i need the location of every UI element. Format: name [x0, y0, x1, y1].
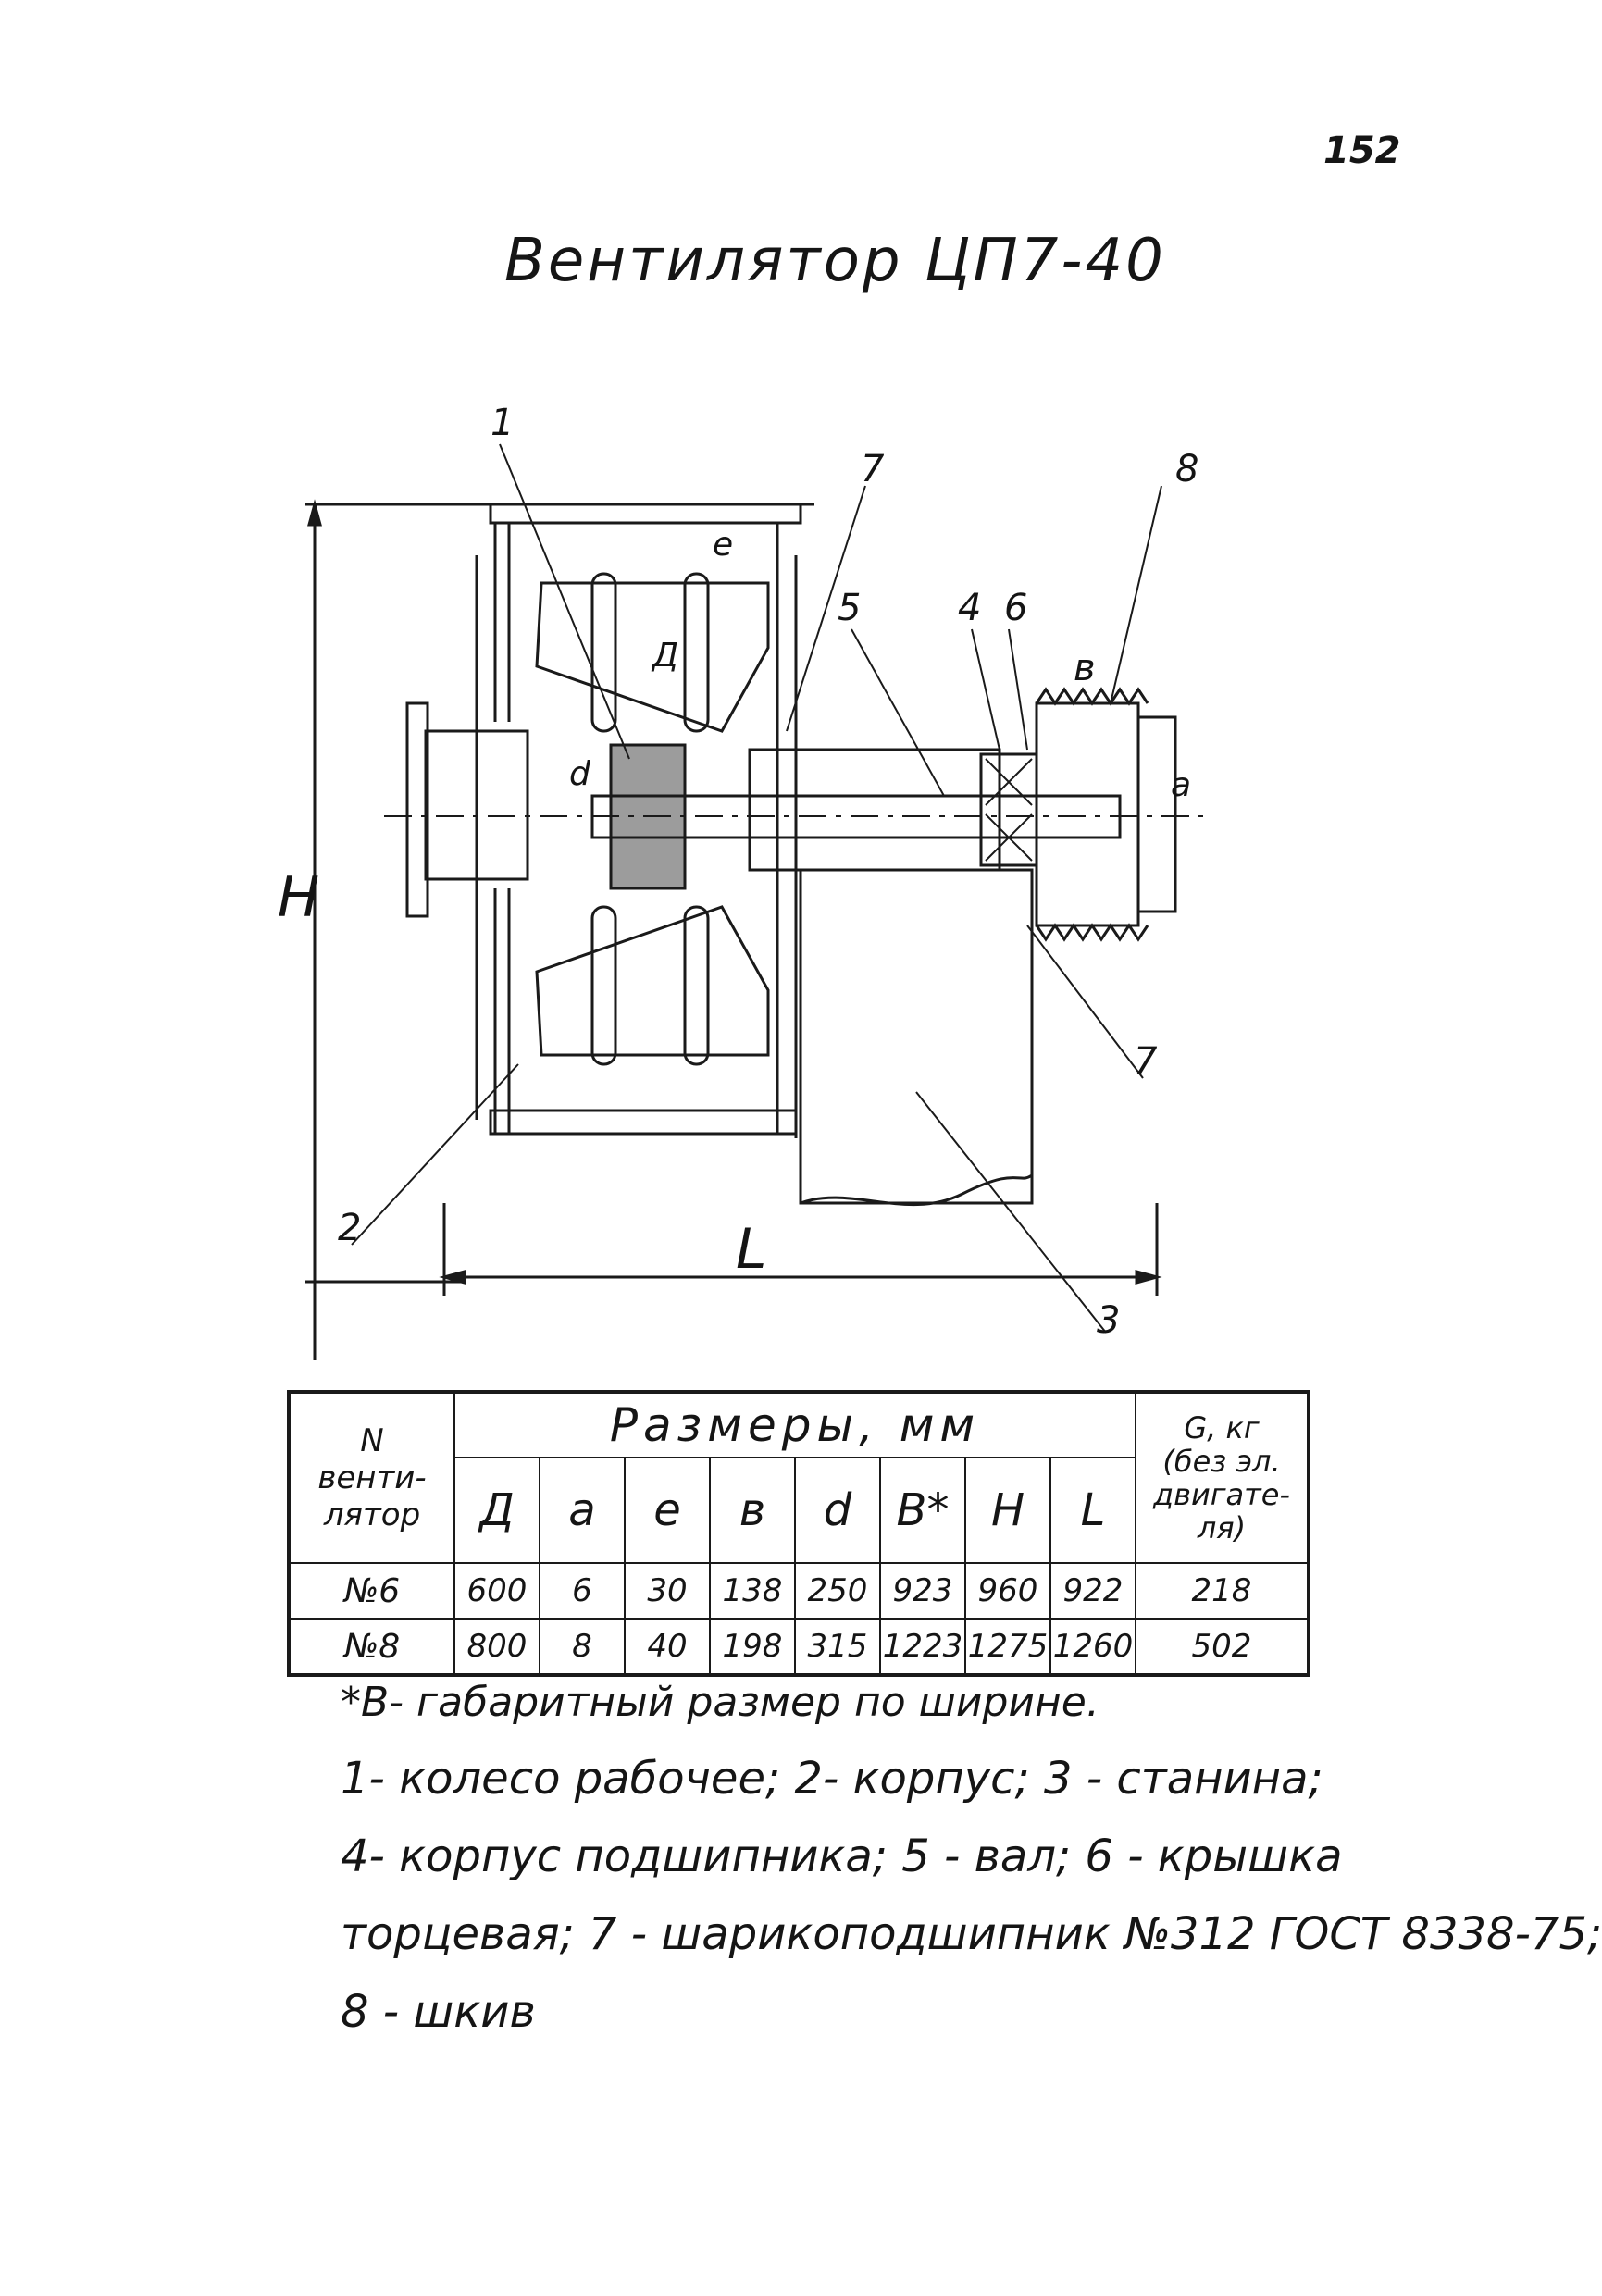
table-cell: 1260 — [1049, 1618, 1136, 1676]
row-fan-number: №6 — [288, 1562, 455, 1620]
callout-7-top: 7 — [861, 448, 885, 490]
legend-line: 8 - шкив — [341, 1986, 536, 2038]
column-header: d — [794, 1457, 881, 1564]
table-cell: 600 — [453, 1562, 540, 1620]
callout-3: 3 — [1097, 1299, 1120, 1342]
label-d-upper: Д — [651, 637, 678, 675]
table-row: №6 600 6 30 138 250 923 960 922 218 — [288, 1562, 1310, 1620]
table-cell: 40 — [624, 1618, 711, 1676]
header-fan-number-line: венти- — [317, 1459, 427, 1496]
table-cell: 198 — [709, 1618, 796, 1676]
row-mass: 218 — [1135, 1562, 1310, 1620]
inlet-flange — [405, 701, 529, 918]
callout-2: 2 — [338, 1207, 361, 1249]
header-mass-line: (без эл. — [1162, 1444, 1281, 1479]
callout-4: 4 — [958, 587, 981, 629]
header-dimensions: Размеры, мм — [453, 1391, 1136, 1458]
label-b: в — [1074, 647, 1096, 689]
frame — [799, 868, 1034, 1207]
dimensions-table: N венти- лятор Размеры, мм G, кг (без эл… — [287, 1390, 1310, 1677]
table-cell: 1223 — [879, 1618, 966, 1676]
column-header: В* — [879, 1457, 966, 1564]
label-d: d — [569, 755, 591, 793]
column-header: H — [964, 1457, 1051, 1564]
legend-line: 4- корпус подшипника; 5 - вал; 6 - крышк… — [341, 1831, 1343, 1882]
callout-6: 6 — [1004, 587, 1027, 629]
dimension-h: H — [278, 499, 814, 1360]
callout-5: 5 — [838, 587, 861, 629]
table-cell: 800 — [453, 1618, 540, 1676]
row-mass: 502 — [1135, 1618, 1310, 1676]
header-fan-number-line: лятор — [323, 1496, 421, 1533]
label-h: H — [278, 865, 319, 930]
housing — [475, 503, 802, 1138]
column-header: Д — [453, 1457, 540, 1564]
dimension-l: L — [439, 1203, 1162, 1296]
header-fan-number-line: N — [360, 1422, 384, 1459]
legend-line: торцевая; 7 - шарикоподшипник №312 ГОСТ … — [341, 1908, 1602, 1960]
table-cell: 138 — [709, 1562, 796, 1620]
table-cell: 922 — [1049, 1562, 1136, 1620]
column-header: L — [1049, 1457, 1136, 1564]
header-fan-number: N венти- лятор — [288, 1391, 455, 1564]
header-mass: G, кг (без эл. двигате- ля) — [1135, 1391, 1310, 1564]
column-header: e — [624, 1457, 711, 1564]
table-row: №8 800 8 40 198 315 1223 1275 1260 502 — [288, 1618, 1310, 1676]
page-number: 152 — [1323, 130, 1401, 172]
page-title: Вентилятор ЦП7-40 — [504, 227, 1166, 295]
header-mass-line: ля) — [1197, 1510, 1247, 1545]
table-cell: 960 — [964, 1562, 1051, 1620]
header-mass-line: G, кг — [1184, 1410, 1260, 1446]
pulley: в — [1035, 647, 1177, 942]
table-cell: 315 — [794, 1618, 881, 1676]
column-header: в — [709, 1457, 796, 1564]
table-cell: 6 — [539, 1562, 626, 1620]
table-cell: 30 — [624, 1562, 711, 1620]
label-a: a — [1171, 766, 1191, 804]
header-mass-line: двигате- — [1152, 1477, 1291, 1512]
table-cell: 250 — [794, 1562, 881, 1620]
callout-1: 1 — [491, 402, 514, 444]
fan-drawing: H L — [278, 402, 1203, 1360]
callouts: 1 7 8 5 4 6 2 3 7 — [338, 402, 1198, 1342]
row-fan-number: №8 — [288, 1618, 455, 1676]
footnote: *В- габаритный размер по ширине. — [341, 1679, 1099, 1726]
shaft — [384, 748, 1203, 872]
label-e: e — [713, 526, 733, 564]
table-cell: 923 — [879, 1562, 966, 1620]
callout-8: 8 — [1175, 448, 1198, 490]
table-cell: 8 — [539, 1618, 626, 1676]
callout-7-bottom: 7 — [1134, 1040, 1158, 1083]
notes: *В- габаритный размер по ширине. 1- коле… — [341, 1675, 1602, 2051]
label-l: L — [736, 1217, 766, 1282]
table-cell: 1275 — [964, 1618, 1051, 1676]
legend-line: 1- колесо рабочее; 2- корпус; 3 - станин… — [341, 1753, 1323, 1805]
column-header: a — [539, 1457, 626, 1564]
